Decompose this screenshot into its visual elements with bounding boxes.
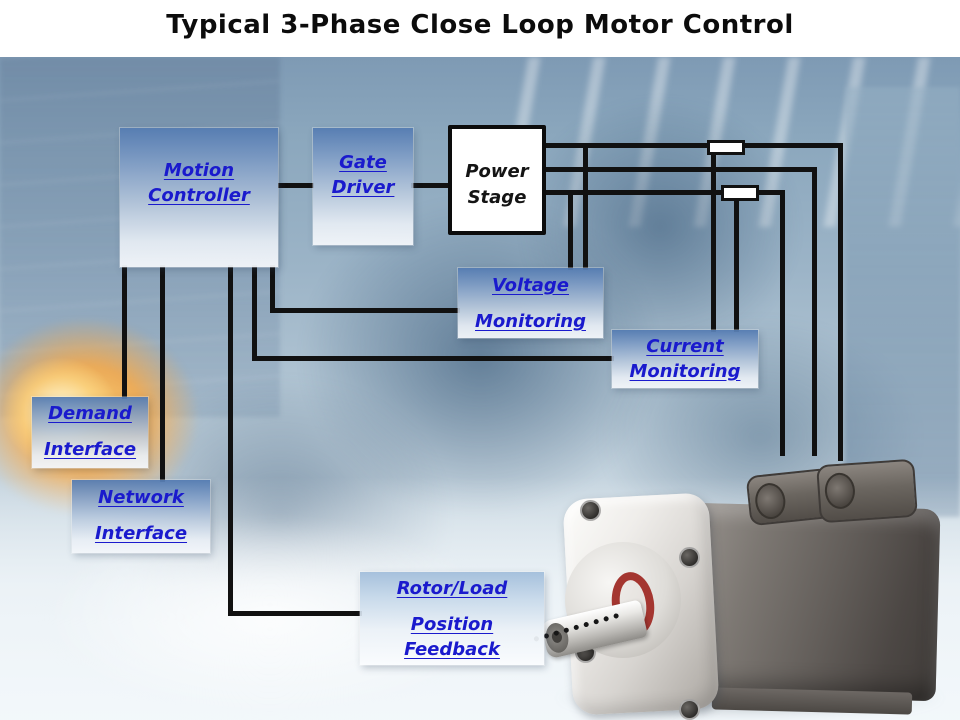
wire-phase-c-vertical [780,190,785,456]
photo-right-column [845,87,960,517]
motor-bolt-hole [679,547,700,568]
title-bar: Typical 3-Phase Close Loop Motor Control [0,0,960,57]
shunt-resistor-1 [707,140,745,155]
motor-connector-2 [816,458,918,524]
motion-controller-label-line1[interactable]: Motion [163,160,235,181]
motor-connector-face [823,471,857,510]
gate-driver-label-line1[interactable]: Gate [339,152,387,173]
servo-motor [540,440,960,720]
wire-motion-to-rotor-horizontal [228,611,362,616]
voltage-monitoring-label-line2[interactable]: Monitoring [475,311,586,332]
voltage-monitoring-label-line1[interactable]: Voltage [491,275,569,296]
block-motion-controller: Motion Controller [120,128,278,267]
motor-bolt-hole [580,500,601,521]
current-monitoring-label-line1[interactable]: Current [646,336,724,357]
wire-phase-b-horizontal [544,167,817,172]
wire-current-sense-1 [711,151,716,332]
network-interface-label-line2[interactable]: Interface [94,523,188,544]
wire-motion-to-current-vertical [252,265,257,361]
block-voltage-monitoring: Voltage Monitoring [458,268,603,338]
power-stage-label-line2: Stage [467,187,527,208]
block-power-stage: Power Stage [448,125,546,235]
wire-phase-c-horizontal [544,190,785,195]
page-title: Typical 3-Phase Close Loop Motor Control [166,10,794,40]
shunt-resistor-2 [721,185,759,201]
motor-bolt-hole [679,699,700,720]
power-stage-label-line1: Power [465,161,529,182]
wire-motion-to-current-horizontal [252,356,614,361]
demand-interface-label-line2[interactable]: Interface [43,439,137,460]
wire-voltage-tap-2 [583,143,588,270]
wire-phase-a-horizontal [544,143,843,148]
wire-phase-b-vertical [812,167,817,456]
gate-driver-label-line2[interactable]: Driver [331,177,395,198]
block-current-monitoring: Current Monitoring [612,330,758,388]
wire-motion-to-rotor-vertical [228,265,233,616]
current-monitoring-label-line2[interactable]: Monitoring [629,361,741,382]
rotor-feedback-label-line1[interactable]: Rotor/Load [396,578,508,599]
motion-controller-label-line2[interactable]: Controller [148,185,250,206]
wire-current-sense-2 [734,198,739,332]
wire-voltage-tap-1 [568,190,573,270]
wire-motion-to-demand [122,265,127,399]
wire-gate-to-power [411,183,449,188]
motor-body [687,502,941,702]
wire-motion-to-network [160,265,165,482]
block-demand-interface: Demand Interface [32,397,148,468]
rotor-feedback-label-line2[interactable]: Position [410,614,494,635]
rotor-feedback-label-line3[interactable]: Feedback [404,639,500,660]
block-rotor-position-feedback: Rotor/Load Position Feedback [360,572,544,665]
wire-motion-to-gate [278,183,314,188]
block-network-interface: Network Interface [72,480,210,553]
block-gate-driver: Gate Driver [313,128,413,245]
wire-motion-to-voltage-horizontal [270,308,460,313]
motor-connector-face [753,481,788,521]
wire-motion-to-voltage-vertical [270,265,275,313]
wire-phase-a-vertical [838,143,843,461]
network-interface-label-line1[interactable]: Network [98,487,184,508]
demand-interface-label-line1[interactable]: Demand [48,403,132,424]
